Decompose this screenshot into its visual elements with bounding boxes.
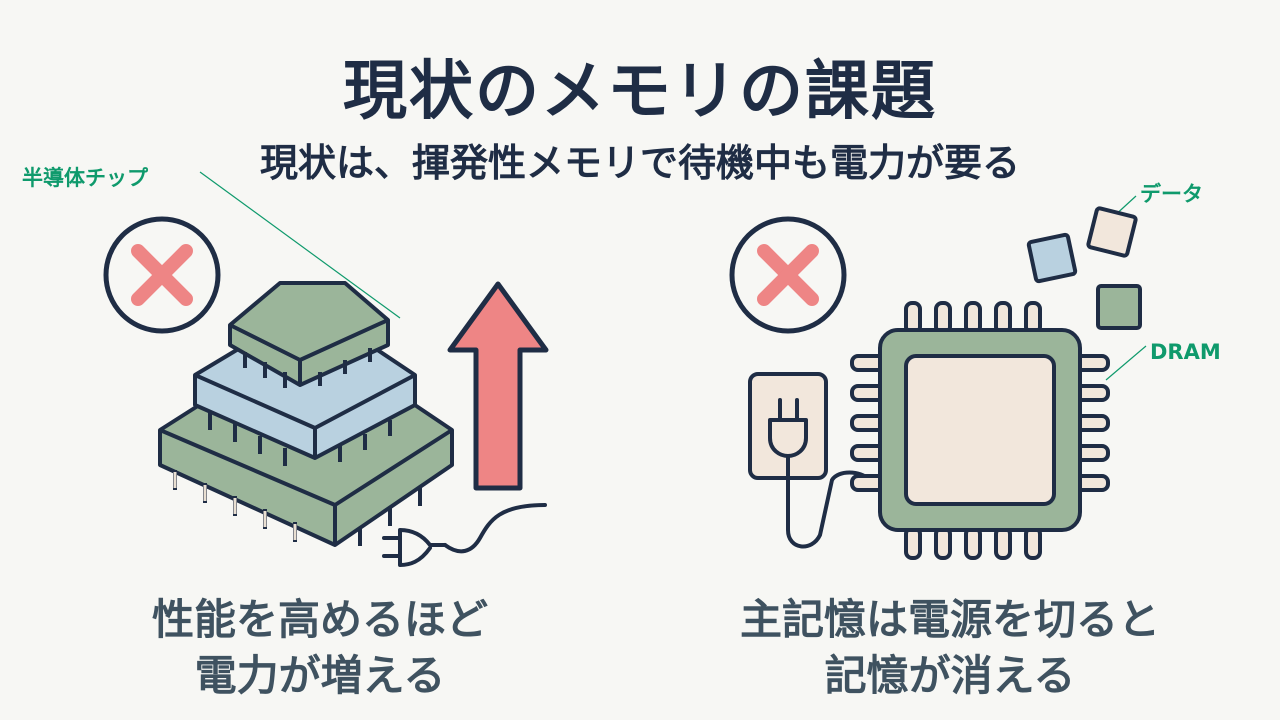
cross-icon bbox=[729, 216, 847, 334]
callout-data: データ bbox=[1140, 182, 1203, 206]
caption-right: 主記憶は電源を切ると 記憶が消える bbox=[660, 592, 1240, 704]
caption-left: 性能を高めるほど 電力が増える bbox=[60, 592, 580, 704]
callout-dram: DRAM bbox=[1150, 340, 1221, 364]
dram-chip-icon bbox=[850, 301, 1110, 560]
caption-left-line2: 電力が増える bbox=[194, 651, 446, 700]
power-cable bbox=[786, 470, 872, 549]
cross-icon bbox=[103, 216, 221, 334]
callout-semiconductor-chip: 半導体チップ bbox=[22, 166, 148, 190]
page-title: 現状のメモリの課題 bbox=[343, 55, 937, 129]
plug-icon bbox=[382, 503, 547, 567]
arrow-up-icon bbox=[447, 281, 549, 491]
caption-right-line1: 主記憶は電源を切ると bbox=[739, 595, 1160, 644]
page-subtitle: 現状は、揮発性メモリで待機中も電力が要る bbox=[259, 141, 1020, 185]
wall-outlet-icon bbox=[748, 372, 828, 480]
stacked-chip-icon bbox=[158, 281, 454, 547]
leader-line-dram bbox=[1105, 345, 1147, 381]
data-block-icon bbox=[1026, 206, 1142, 330]
caption-left-line1: 性能を高めるほど bbox=[151, 595, 488, 644]
leader-line-chip bbox=[199, 171, 401, 319]
caption-right-line2: 記憶が消える bbox=[824, 651, 1076, 700]
